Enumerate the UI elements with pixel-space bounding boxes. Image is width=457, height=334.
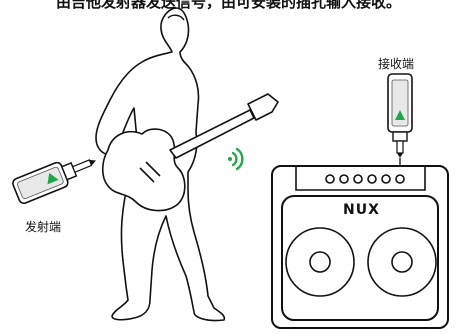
wireless-signal-icon <box>228 149 242 169</box>
speaker-left <box>286 228 354 296</box>
amp-brand-logo: NUX <box>343 202 380 218</box>
transmitter-device <box>11 148 100 204</box>
receiver-label: 接收端 <box>378 55 414 72</box>
amplifier <box>272 166 448 328</box>
speaker-right <box>368 228 436 296</box>
transmitter-label: 发射端 <box>25 218 61 235</box>
receiver-device <box>388 74 412 175</box>
